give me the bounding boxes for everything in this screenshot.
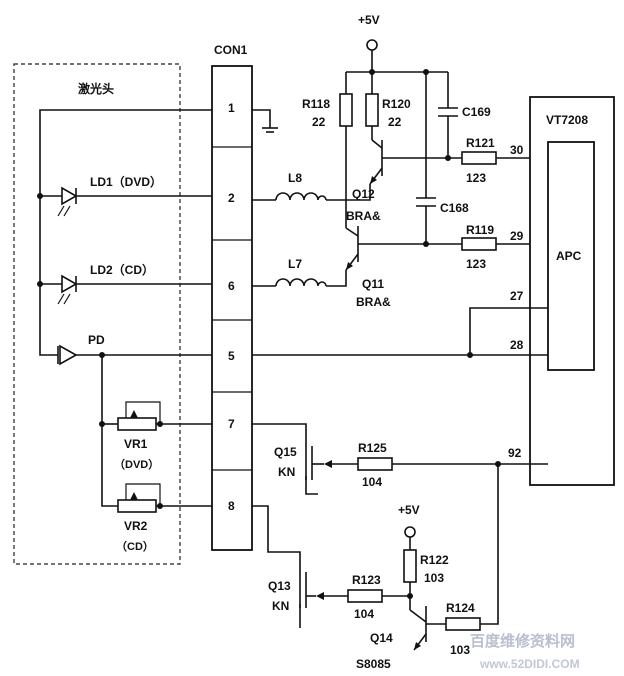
c169-capacitor-icon xyxy=(438,72,458,158)
ic-pin-30: 30 xyxy=(510,143,524,157)
r118-name: R118 xyxy=(302,97,330,111)
r118-value: 22 xyxy=(312,115,326,129)
q11-transistor-icon xyxy=(326,226,462,287)
pd-label: PD xyxy=(88,333,105,347)
pd-photodiode-icon xyxy=(57,344,212,366)
ground-icon xyxy=(262,127,278,133)
connector-con1 xyxy=(211,65,253,551)
r122-name: R122 xyxy=(420,553,449,567)
con1-pin-6: 6 xyxy=(228,279,235,293)
r120-name: R120 xyxy=(382,97,411,111)
q15-transistor-icon xyxy=(252,423,358,495)
ic-pin-29: 29 xyxy=(510,229,524,243)
q12-type: BRA& xyxy=(346,209,381,223)
vr-wiring xyxy=(99,355,118,507)
con1-pin-7: 7 xyxy=(228,417,235,431)
r122-resistor-icon xyxy=(403,549,417,596)
r124-name: R124 xyxy=(446,601,475,615)
c169-label: C169 xyxy=(462,105,491,119)
ic-name: VT7208 xyxy=(546,113,588,127)
q15-type: KN xyxy=(278,465,295,479)
c168-label: C168 xyxy=(440,201,469,215)
r120-resistor-icon xyxy=(365,72,379,140)
q13-type: KN xyxy=(272,599,289,613)
vr2-potentiometer-icon xyxy=(117,483,212,513)
ic-pin-28: 28 xyxy=(510,338,524,352)
vr2-sub: （CD） xyxy=(116,540,154,553)
supply-bottom-label: +5V xyxy=(398,503,420,517)
watermark-url: www.52DIDI.COM xyxy=(479,657,580,671)
laser-head-label: 激光头 xyxy=(78,81,114,96)
ic-apc-block: APC xyxy=(556,249,582,263)
r123-resistor-icon xyxy=(347,589,413,603)
vr1-sub: （DVD） xyxy=(114,458,159,471)
ld2-label: LD2（CD） xyxy=(90,262,154,277)
r119-value: 123 xyxy=(466,257,486,271)
ld1-label: LD1（DVD） xyxy=(90,174,162,189)
q15-name: Q15 xyxy=(274,445,297,459)
r125-name: R125 xyxy=(358,441,387,455)
vr1-potentiometer-icon xyxy=(117,401,212,431)
ic-pin-27: 27 xyxy=(510,289,524,303)
supply-top-icon xyxy=(346,39,448,75)
l8-label: L8 xyxy=(288,171,302,185)
c168-capacitor-icon xyxy=(416,72,436,247)
r125-value: 104 xyxy=(362,475,382,489)
q14-transistor-icon xyxy=(409,596,446,651)
supply-top-label: +5V xyxy=(358,13,380,27)
q11-type: BRA& xyxy=(356,295,391,309)
vr2-name: VR2 xyxy=(124,519,148,533)
pin1-wiring xyxy=(39,109,271,356)
con1-pin-8: 8 xyxy=(228,499,235,513)
supply-bottom-icon xyxy=(404,526,416,550)
ld2-laser-diode-icon xyxy=(37,274,212,305)
l7-inductor-icon xyxy=(252,278,327,287)
q14-name: Q14 xyxy=(370,631,393,645)
q14-type: S8085 xyxy=(356,657,391,671)
vr1-name: VR1 xyxy=(124,437,148,451)
watermark-text: 百度维修资料网 xyxy=(470,632,575,650)
con1-pin-5: 5 xyxy=(228,349,235,363)
r121-value: 123 xyxy=(466,171,486,185)
l8-inductor-icon xyxy=(252,192,327,201)
r118-resistor-icon xyxy=(339,72,353,228)
con1-pin-1: 1 xyxy=(228,101,235,115)
r124-value: 103 xyxy=(450,643,470,657)
ic-pin-92: 92 xyxy=(508,446,522,460)
l7-label: L7 xyxy=(288,257,302,271)
ld1-laser-diode-icon xyxy=(37,186,212,217)
q11-name: Q11 xyxy=(362,277,384,291)
r122-value: 103 xyxy=(424,571,444,585)
pd-feedback-wiring xyxy=(252,307,548,358)
q13-name: Q13 xyxy=(268,579,291,593)
ic-vt7208 xyxy=(529,96,615,486)
connector-name: CON1 xyxy=(214,43,248,57)
r123-value: 104 xyxy=(354,607,374,621)
con1-pin-2: 2 xyxy=(228,191,235,205)
r119-name: R119 xyxy=(466,223,494,237)
r124-resistor-icon xyxy=(445,464,499,631)
q12-name: Q12 xyxy=(352,187,375,201)
laser-head-outline xyxy=(13,63,181,565)
q13-transistor-icon xyxy=(252,505,348,628)
r121-name: R121 xyxy=(466,136,495,150)
r120-value: 22 xyxy=(388,115,402,129)
r123-name: R123 xyxy=(352,573,381,587)
